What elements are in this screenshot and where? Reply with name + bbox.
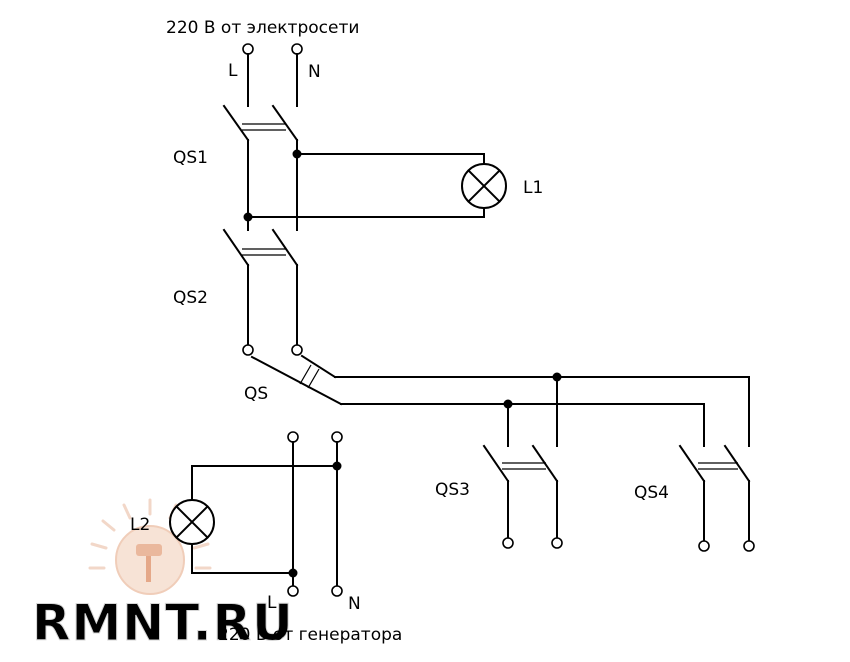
gen-top-right-terminal [331,431,343,443]
gen-top-left-terminal [287,431,299,443]
gen-phase-label: L [267,593,277,613]
lamp1-label: L1 [523,178,543,198]
qs3-right-terminal [551,537,563,549]
qs4-label: QS4 [634,483,669,503]
qs4-breaker [678,444,751,483]
qs1-label: QS1 [173,148,208,168]
junction-gen-neutral [332,461,342,471]
qs-label: QS [244,384,268,404]
qs3-left-terminal [502,537,514,549]
bottom-caption: 220 В от генератора [218,625,402,645]
grid-phase-label: L [228,61,238,81]
qs2-label: QS2 [173,288,208,308]
lamp2-label: L2 [130,515,150,535]
lamp-l2-icon [169,499,215,545]
gen-phase-terminal [287,585,299,597]
grid-neutral-label: N [308,62,321,82]
qs-changeover-switch [250,354,343,406]
top-caption: 220 В от электросети [166,18,359,38]
qs2-neutral-terminal [291,344,303,356]
junction-gen-phase [288,568,298,578]
qs4-left-terminal [698,540,710,552]
grid-neutral-terminal [291,43,303,55]
watermark-text: RMNT.RU [32,594,294,652]
qs2-phase-terminal [242,344,254,356]
junction-qs1-phase [243,212,253,222]
watermark: RMNT.RU [32,498,294,653]
qs3-breaker [482,444,559,483]
grid-phase-terminal [242,43,254,55]
junction-bus-lower [503,399,513,409]
qs3-label: QS3 [435,480,470,500]
junction-bus-upper [552,372,562,382]
lamp-l1-icon [461,163,507,209]
qs4-right-terminal [743,540,755,552]
qs1-breaker [222,104,299,142]
paint-roller-sun-icon [88,498,212,595]
gen-neutral-terminal [331,585,343,597]
junction-qs1-neutral [292,149,302,159]
gen-neutral-label: N [348,594,361,614]
qs2-breaker [222,228,299,267]
